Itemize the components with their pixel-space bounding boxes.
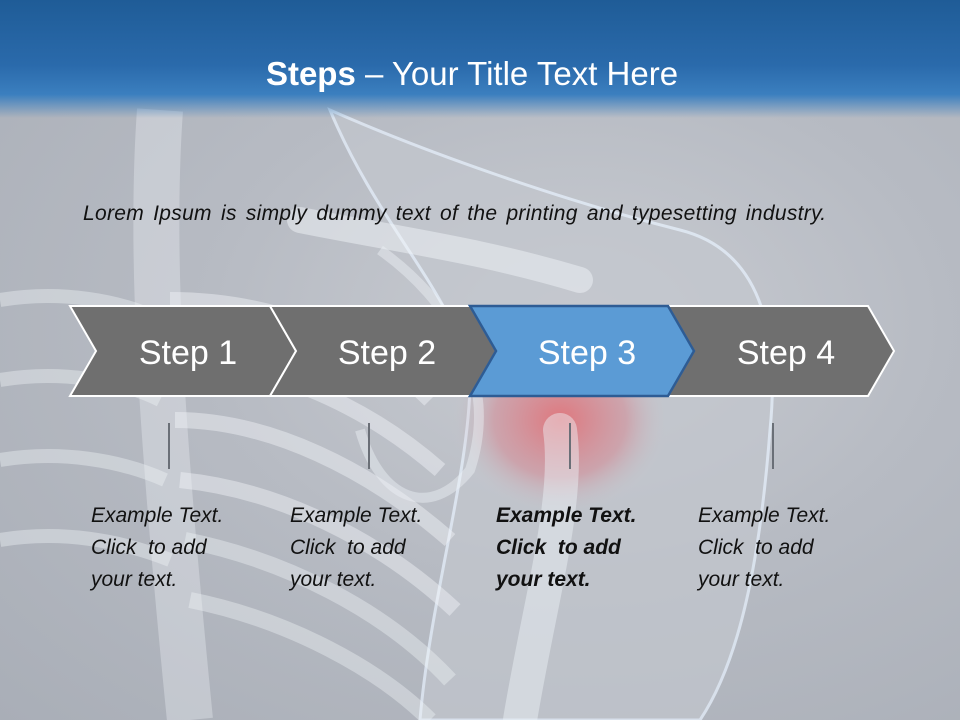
step-3-text[interactable]: Example Text. Click to add your text. <box>496 500 666 596</box>
step-4-text[interactable]: Example Text. Click to add your text. <box>698 500 868 596</box>
title-bold: Steps <box>265 55 356 92</box>
slide-title: Steps – Your Title Text Here <box>0 52 944 96</box>
step-1-chevron[interactable]: Step 1 <box>68 305 298 397</box>
step-2-chevron[interactable]: Step 2 <box>268 305 498 397</box>
step-4-label: Step 4 <box>737 334 835 372</box>
title-rest: – Your Title Text Here <box>355 55 679 92</box>
connector-line-2 <box>368 423 370 469</box>
title-bar <box>0 0 960 118</box>
step-4-chevron[interactable]: Step 4 <box>666 305 896 397</box>
step-2-line-3: your text. <box>290 568 377 591</box>
step-3-chevron[interactable]: Step 3 <box>467 304 696 398</box>
step-3-line-1: Example Text. <box>496 504 637 527</box>
intro-paragraph: Lorem Ipsum is simply dummy text of the … <box>83 202 827 225</box>
step-1-line-2: Click to add <box>91 536 207 559</box>
step-2-line-2: Click to add <box>290 536 406 559</box>
step-2-label: Step 2 <box>338 334 436 372</box>
step-3-label: Step 3 <box>538 334 636 372</box>
step-1-line-1: Example Text. <box>91 504 224 527</box>
step-1-line-3: your text. <box>91 568 178 591</box>
connector-line-3 <box>569 423 571 469</box>
connector-line-1 <box>168 423 170 469</box>
step-3-line-3: your text. <box>496 568 591 591</box>
step-1-text[interactable]: Example Text. Click to add your text. <box>91 500 261 596</box>
step-1-label: Step 1 <box>139 334 237 372</box>
step-4-line-1: Example Text. <box>698 504 831 527</box>
step-4-line-2: Click to add <box>698 536 814 559</box>
step-2-text[interactable]: Example Text. Click to add your text. <box>290 500 460 596</box>
step-3-line-2: Click to add <box>496 536 621 559</box>
step-2-line-1: Example Text. <box>290 504 423 527</box>
connector-line-4 <box>772 423 774 469</box>
step-4-line-3: your text. <box>698 568 785 591</box>
